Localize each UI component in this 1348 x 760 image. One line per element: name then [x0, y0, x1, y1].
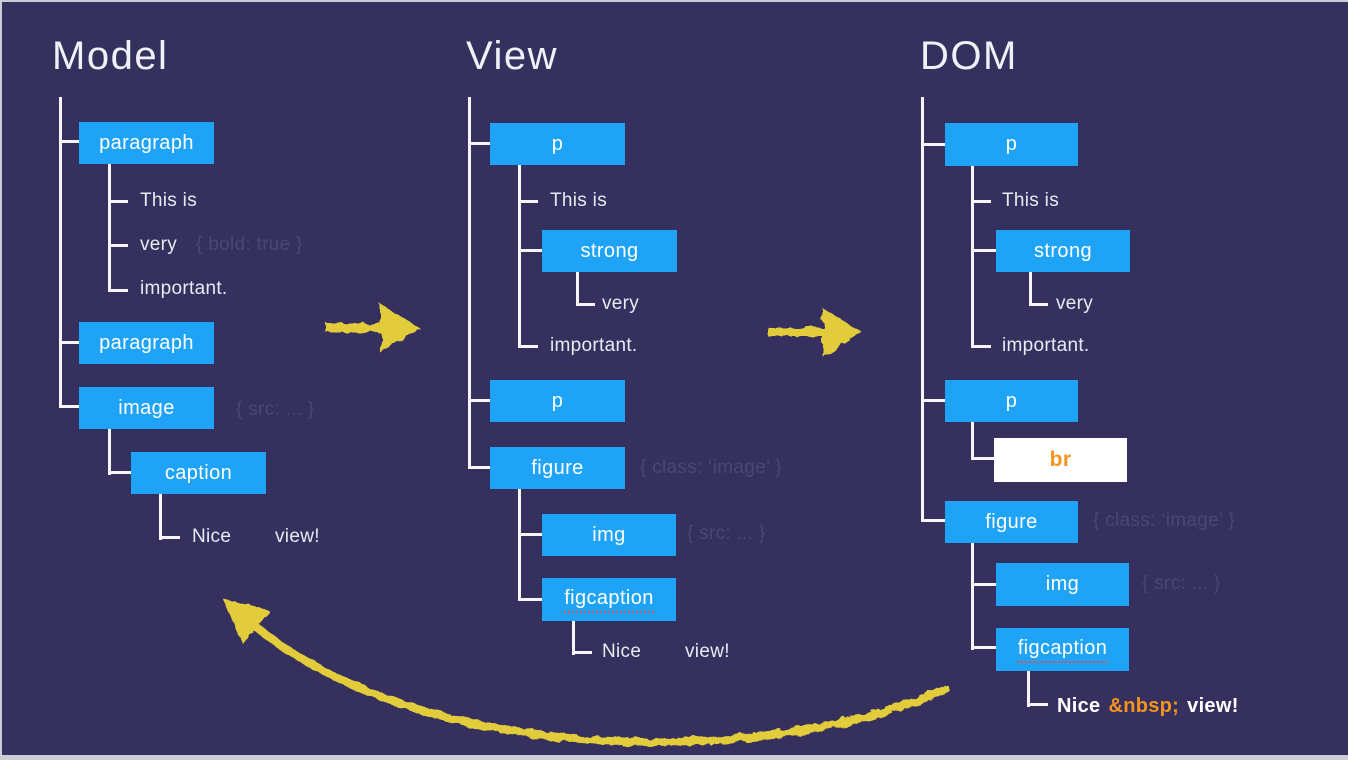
tree-connector [971, 543, 974, 650]
tree-connector [108, 471, 131, 474]
dom-text-this-is: This is [1002, 190, 1059, 211]
tree-connector [921, 143, 945, 146]
model-node-image: image [79, 387, 214, 429]
tree-connector [518, 489, 521, 601]
tree-connector [572, 621, 575, 655]
tree-connector [59, 341, 79, 344]
tree-connector [1029, 272, 1032, 306]
view-node-p-1: p [490, 123, 625, 165]
view-text-nice: Nice [602, 641, 642, 662]
model-text-view: view! [275, 526, 320, 547]
model-node-paragraph-1: paragraph [79, 122, 214, 164]
tree-connector [59, 140, 79, 143]
tree-connector [576, 272, 579, 306]
dom-text-caption: Nice &nbsp; view! [1057, 695, 1239, 717]
dom-text-view: view! [1187, 695, 1239, 717]
tree-connector [971, 249, 996, 252]
tree-connector [971, 457, 994, 460]
tree-connector [518, 165, 521, 348]
tree-connector [468, 466, 490, 469]
dom-text-nice: Nice [1057, 695, 1101, 717]
dom-text-nbsp-entity: &nbsp; [1108, 695, 1180, 717]
dom-node-img: img [996, 563, 1129, 606]
dom-title: DOM [920, 34, 1018, 78]
dom-attr-class: { class: ‘image’ } [1093, 510, 1235, 531]
tree-connector [468, 97, 471, 469]
view-node-figcaption: figcaption [542, 578, 676, 621]
frame-edge [0, 0, 2, 760]
view-to-dom-arrow [768, 308, 862, 357]
tree-connector [468, 399, 490, 402]
tree-connector [576, 303, 595, 306]
dom-to-model-curved-arrow [223, 599, 951, 746]
tree-connector [159, 494, 162, 540]
view-node-figure: figure [490, 447, 625, 489]
dom-text-very: very [1056, 293, 1094, 314]
tree-connector [518, 200, 538, 203]
view-text-view: view! [685, 641, 730, 662]
view-node-strong: strong [542, 230, 677, 272]
dom-node-figure: figure [945, 501, 1078, 543]
view-node-p-2: p [490, 380, 625, 422]
view-title: View [466, 34, 558, 78]
tree-connector [971, 646, 996, 649]
tree-connector [159, 536, 180, 539]
tree-connector [59, 405, 79, 408]
dom-text-important: important. [1002, 335, 1090, 356]
dom-node-p-2: p [945, 380, 1078, 422]
tree-connector [1029, 303, 1048, 306]
dom-node-br: br [994, 438, 1127, 482]
view-text-this-is: This is [550, 190, 607, 211]
tree-connector [971, 166, 974, 348]
tree-connector [108, 164, 111, 292]
model-to-view-arrow [326, 304, 420, 353]
tree-connector [921, 97, 924, 522]
tree-connector [971, 345, 991, 348]
model-attr-src: { src: ... } [236, 399, 315, 420]
model-text-very: very [140, 234, 178, 255]
tree-connector [59, 97, 62, 408]
tree-connector [518, 533, 542, 536]
tree-connector [921, 399, 945, 402]
frame-edge [0, 0, 1348, 2]
tree-connector [468, 142, 490, 145]
tree-connector [971, 422, 974, 460]
tree-connector [108, 429, 111, 475]
view-text-important: important. [550, 335, 638, 356]
tree-connector [1027, 703, 1048, 706]
model-text-important: important. [140, 278, 228, 299]
model-node-paragraph-2: paragraph [79, 322, 214, 364]
tree-connector [518, 345, 538, 348]
tree-connector [1027, 671, 1030, 707]
dom-node-figcaption: figcaption [996, 628, 1129, 671]
tree-connector [971, 200, 991, 203]
model-attr-bold: { bold: true } [196, 234, 303, 255]
dom-node-strong: strong [996, 230, 1130, 272]
model-text-this-is: This is [140, 190, 197, 211]
dom-attr-src: { src: ... } [1142, 573, 1221, 594]
tree-connector [108, 200, 128, 203]
model-text-nice: Nice [192, 526, 232, 547]
view-attr-class: { class: ‘image’ } [640, 457, 782, 478]
tree-connector [108, 289, 128, 292]
tree-connector [572, 651, 592, 654]
model-title: Model [52, 34, 169, 78]
tree-connector [971, 583, 996, 586]
tree-connector [108, 244, 128, 247]
frame-edge [0, 755, 1348, 760]
dom-node-p-1: p [945, 123, 1078, 166]
model-node-caption: caption [131, 452, 266, 494]
view-node-img: img [542, 514, 676, 556]
view-text-very: very [602, 293, 640, 314]
tree-connector [518, 249, 542, 252]
tree-connector [921, 519, 945, 522]
view-attr-src: { src: ... } [687, 523, 766, 544]
tree-connector [518, 598, 542, 601]
